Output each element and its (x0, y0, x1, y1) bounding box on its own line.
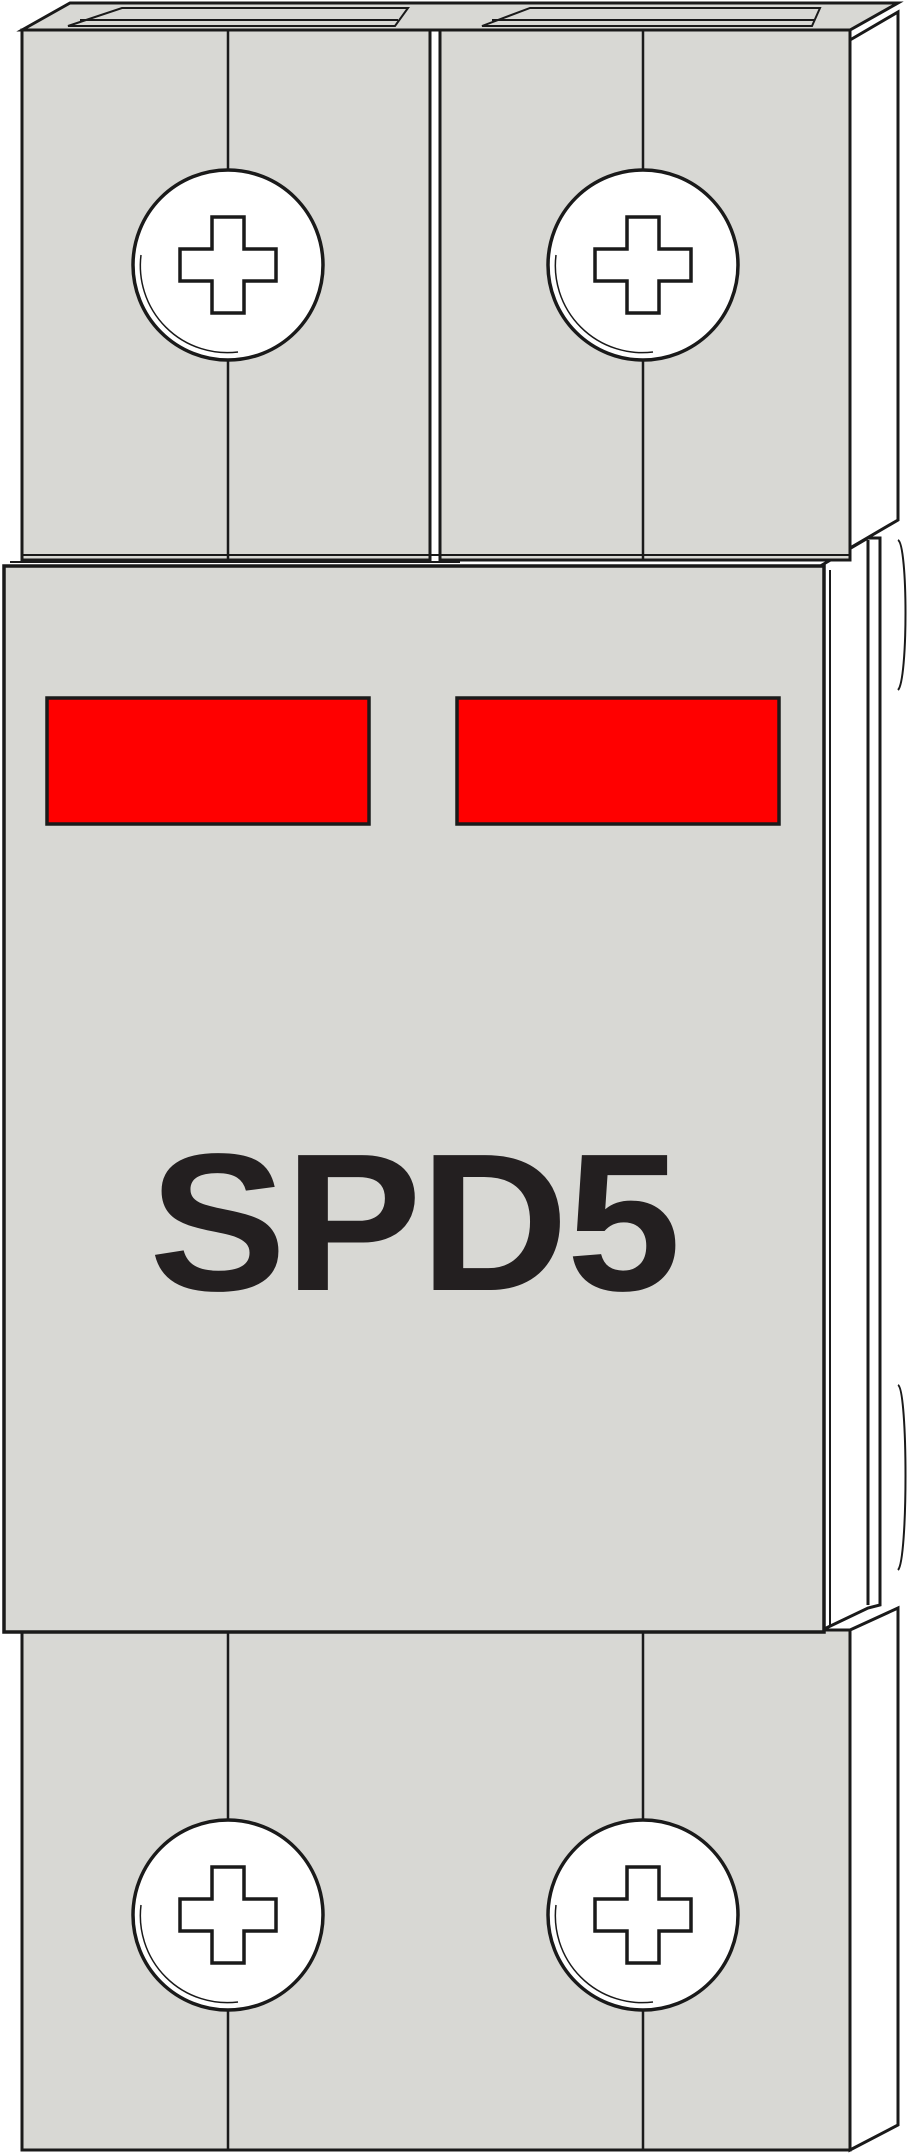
status-indicator-pole-2 (455, 696, 781, 826)
terminal-screws (131, 168, 740, 2012)
terminal-screw-bottom-2 (546, 1818, 740, 2012)
cross-slot-screw-icon (178, 1865, 278, 1965)
terminal-screw-top-2 (546, 168, 740, 362)
cross-slot-screw-icon (593, 215, 693, 315)
model-label: SPD5 (149, 1113, 679, 1332)
cross-slot-screw-icon (178, 215, 278, 315)
terminal-screw-top-1 (131, 168, 325, 362)
status-indicator-pole-1 (45, 696, 371, 826)
cross-slot-screw-icon (593, 1865, 693, 1965)
terminal-screw-bottom-1 (131, 1818, 325, 2012)
